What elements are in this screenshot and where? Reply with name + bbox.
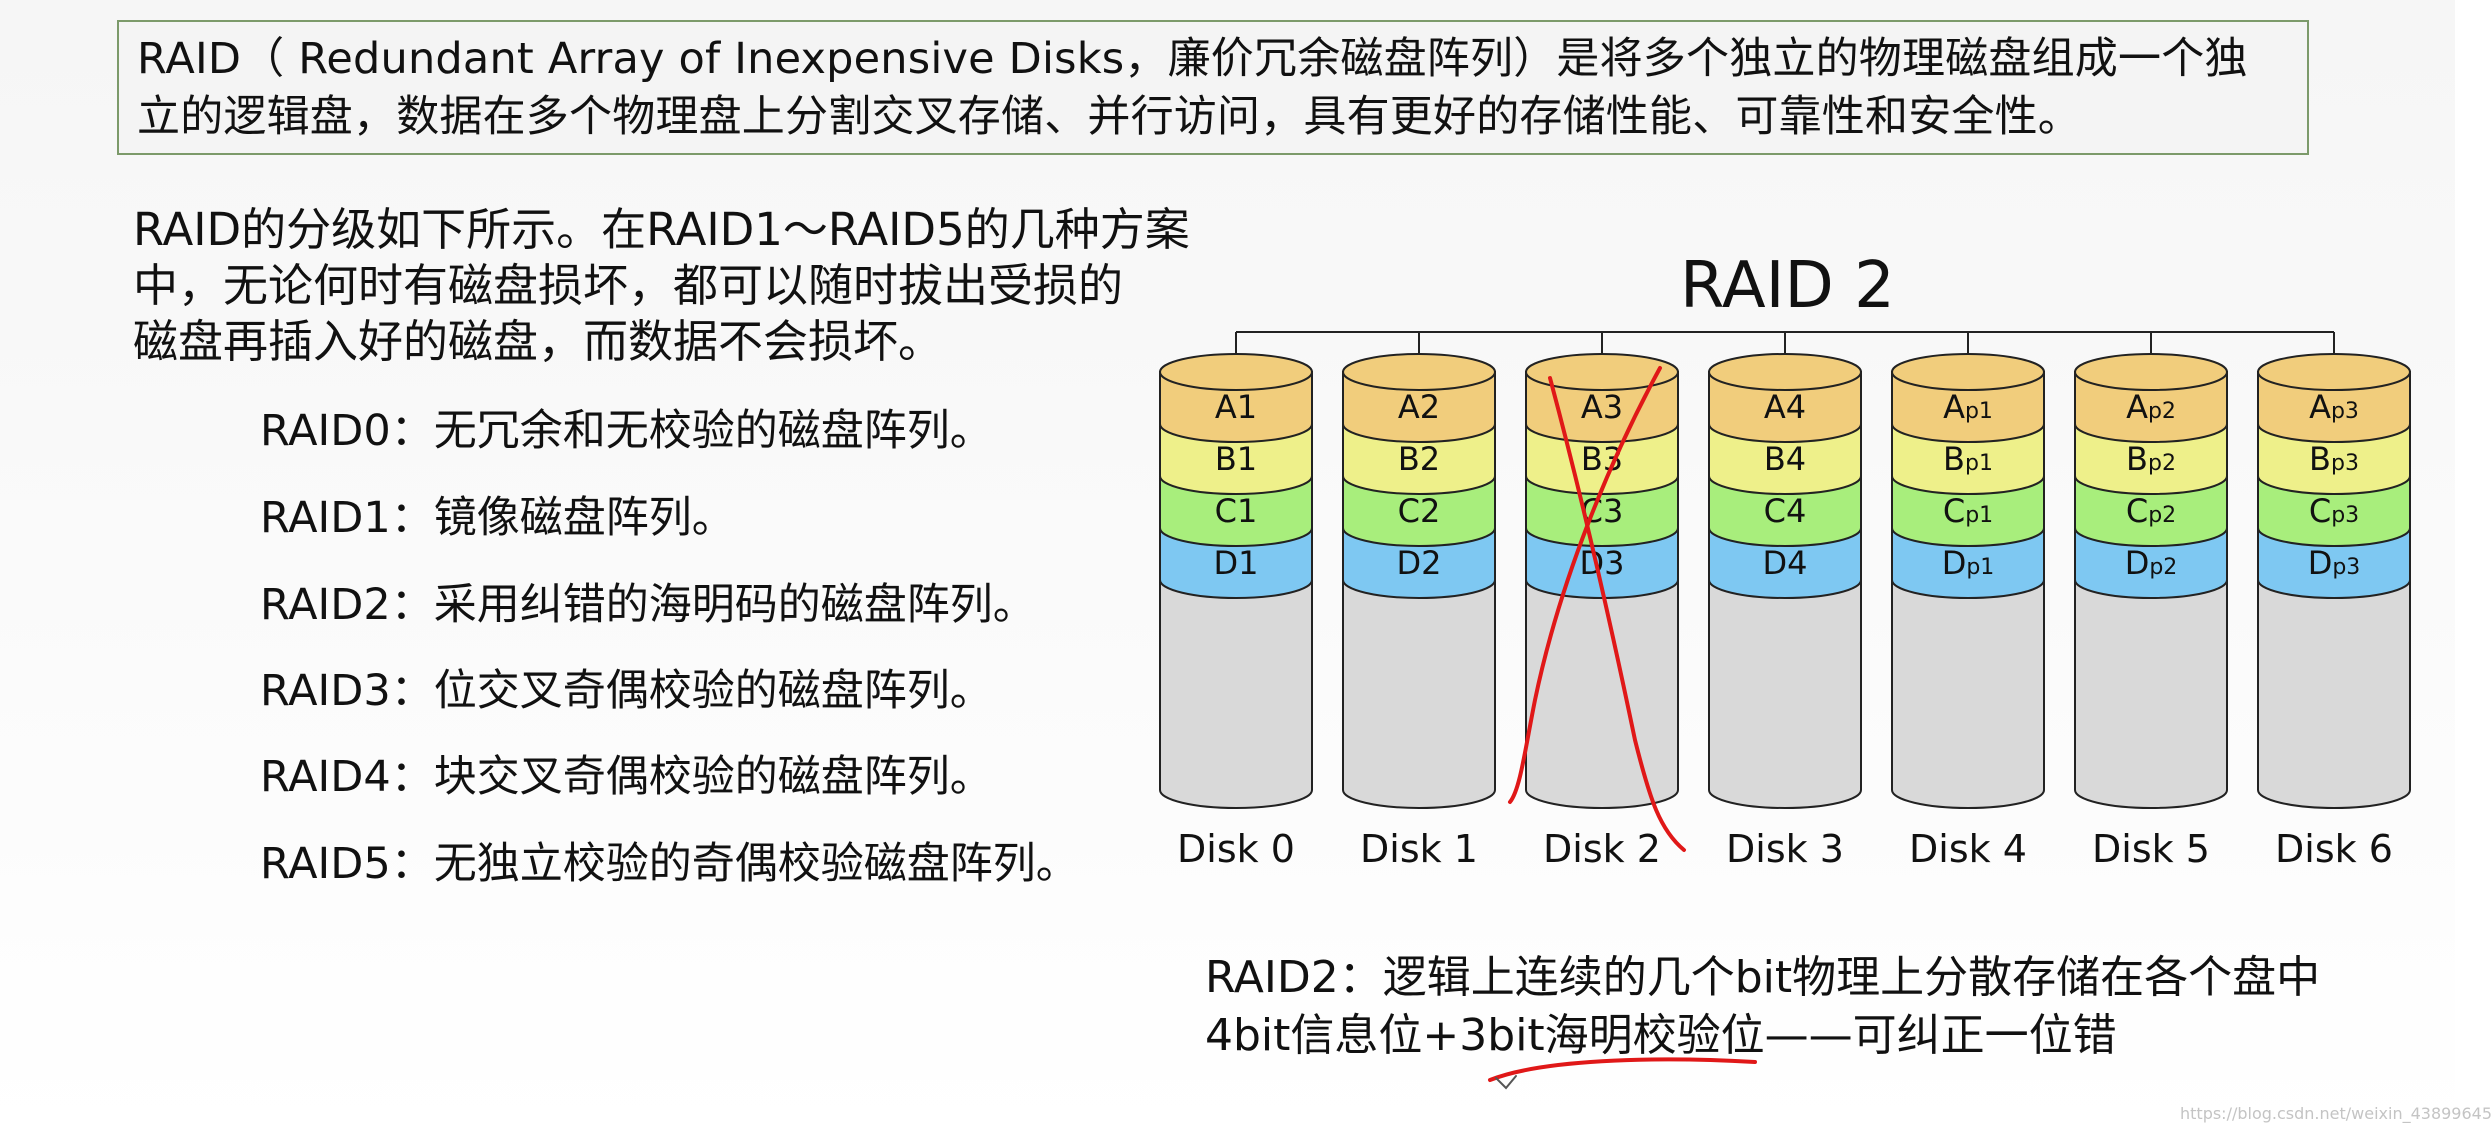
disk-body <box>1708 579 1862 809</box>
disk-band <box>1342 423 1496 495</box>
definition-line-2: 立的逻辑盘，数据在多个物理盘上分割交叉存储、并行访问，具有更好的存储性能、可靠性… <box>137 92 2081 142</box>
disk-band <box>2074 371 2228 443</box>
disk-block-label: Bp1 <box>1943 440 1993 478</box>
disk-band <box>1342 527 1496 599</box>
disk-band <box>1159 371 1313 443</box>
disk-band <box>2257 423 2411 495</box>
disk-block-label: A1 <box>1215 388 1257 426</box>
disk-label: Disk 0 <box>1177 827 1295 871</box>
disk-label: Disk 2 <box>1543 827 1661 871</box>
disk-top <box>1891 353 2045 391</box>
disk-block-label: D1 <box>1214 544 1259 582</box>
disk-body <box>1891 579 2045 809</box>
disk-band <box>1708 371 1862 443</box>
disk-block-label: Cp3 <box>2309 492 2359 530</box>
disk-label: Disk 3 <box>1726 827 1844 871</box>
disk-band <box>2257 527 2411 599</box>
disk-block-label: Dp3 <box>2308 544 2361 582</box>
disk-band <box>1708 527 1862 599</box>
disk-block-label: A4 <box>1764 388 1806 426</box>
disk-band <box>1708 475 1862 547</box>
disk-top <box>1525 353 1679 391</box>
raid-level-5: RAID5：无独立校验的奇偶校验磁盘阵列。 <box>260 839 1079 889</box>
disk-block-label: Cp2 <box>2126 492 2176 530</box>
disk-top <box>1708 353 1862 391</box>
disk-block-label: A3 <box>1581 388 1623 426</box>
raid-level-2: RAID2：采用纠错的海明码的磁盘阵列。 <box>260 580 1036 630</box>
disk-band <box>2074 423 2228 495</box>
disk-block-label: C4 <box>1764 492 1807 530</box>
disk-label: Disk 5 <box>2092 827 2210 871</box>
disk-band <box>1891 371 2045 443</box>
raid-level-4: RAID4：块交叉奇偶校验的磁盘阵列。 <box>260 752 993 802</box>
disk-top <box>2074 353 2228 391</box>
definition-line-1: RAID（ Redundant Array of Inexpensive Dis… <box>137 34 2248 84</box>
disk-label: Disk 6 <box>2275 827 2393 871</box>
disk-band <box>2257 475 2411 547</box>
disk-band <box>1891 527 2045 599</box>
disk-block-label: D2 <box>1397 544 1442 582</box>
disk-block-label: Bp2 <box>2126 440 2176 478</box>
disk-block-label: B2 <box>1398 440 1440 478</box>
disk-block-label: B1 <box>1215 440 1257 478</box>
disk-label: Disk 1 <box>1360 827 1478 871</box>
levels-intro-line-1: RAID的分级如下所示。在RAID1～RAID5的几种方案 <box>133 203 1190 256</box>
disk-top <box>1342 353 1496 391</box>
definition-box: RAID（ Redundant Array of Inexpensive Dis… <box>117 20 2309 155</box>
levels-intro-line-2: 中，无论何时有磁盘损坏，都可以随时拔出受损的 <box>133 259 1124 312</box>
disk-block-label: B3 <box>1581 440 1623 478</box>
disk-band <box>2074 475 2228 547</box>
raid-level-3: RAID3：位交叉奇偶校验的磁盘阵列。 <box>260 666 993 716</box>
disk-band <box>2257 371 2411 443</box>
disk-band <box>1159 527 1313 599</box>
disk-band <box>1891 475 2045 547</box>
raid2-explanation-line-1: RAID2：逻辑上连续的几个bit物理上分散存储在各个盘中 <box>1205 952 2321 1003</box>
levels-intro-line-3: 磁盘再插入好的磁盘，而数据不会损坏。 <box>133 315 944 368</box>
disk-band <box>1159 475 1313 547</box>
disk-band <box>1708 423 1862 495</box>
watermark: https://blog.csdn.net/weixin_43899645 <box>2180 1104 2492 1123</box>
disk-band <box>1159 423 1313 495</box>
disk-block-label: A2 <box>1398 388 1440 426</box>
disk-band <box>2074 527 2228 599</box>
disk-band <box>1891 423 2045 495</box>
disk-block-label: Cp1 <box>1943 492 1993 530</box>
raid-level-1: RAID1：镜像磁盘阵列。 <box>260 493 735 543</box>
disk-top <box>2257 353 2411 391</box>
disk-band <box>1342 371 1496 443</box>
disk-body <box>1159 579 1313 809</box>
disk-block-label: B4 <box>1764 440 1806 478</box>
disk-block-label: D4 <box>1763 544 1808 582</box>
raid2-explanation-line-2: 4bit信息位+3bit海明校验位——可纠正一位错 <box>1205 1010 2117 1061</box>
disk-block-label: Dp1 <box>1942 544 1995 582</box>
disk-block-label: D3 <box>1580 544 1625 582</box>
disk-block-label: Ap1 <box>1943 388 1993 426</box>
disk-block-label: Dp2 <box>2125 544 2178 582</box>
disk-block-label: C3 <box>1581 492 1624 530</box>
disk-block-label: C1 <box>1215 492 1258 530</box>
disk-band <box>1342 475 1496 547</box>
disk-body <box>1342 579 1496 809</box>
diagram-title: RAID 2 <box>1680 249 1895 323</box>
disk-block-label: Bp3 <box>2309 440 2359 478</box>
raid-level-0: RAID0：无冗余和无校验的磁盘阵列。 <box>260 406 993 456</box>
disk-label: Disk 4 <box>1909 827 2027 871</box>
disk-body <box>2074 579 2228 809</box>
disk-block-label: Ap3 <box>2309 388 2359 426</box>
disk-body <box>1525 579 1679 809</box>
disk-block-label: Ap2 <box>2126 388 2176 426</box>
disk-block-label: C2 <box>1398 492 1441 530</box>
disk-body <box>2257 579 2411 809</box>
disk-top <box>1159 353 1313 391</box>
